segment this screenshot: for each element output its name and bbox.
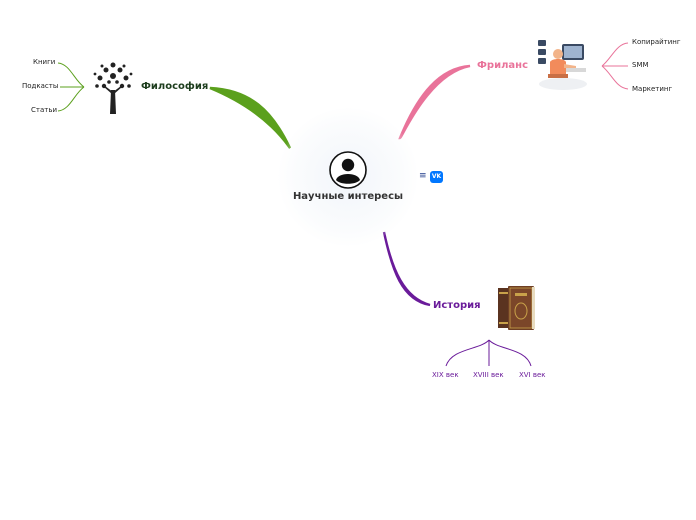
history-item-xviii[interactable]: XVIII век <box>473 371 504 379</box>
center-node-title: Научные интересы <box>292 191 404 202</box>
philosophy-item-books[interactable]: Книги <box>33 58 56 66</box>
freelance-branch-line <box>398 64 471 140</box>
freelance-item-marketing[interactable]: Маркетинг <box>632 85 673 93</box>
freelance-item-smm[interactable]: SMM <box>632 61 649 69</box>
philosophy-branch-line <box>209 86 292 149</box>
history-branch-line <box>382 231 431 307</box>
history-item-xvi[interactable]: XVI век <box>519 371 546 379</box>
freelance-title[interactable]: Фриланс <box>477 60 528 71</box>
old-books-icon <box>498 286 535 330</box>
vk-link-icon[interactable]: VK <box>430 171 443 183</box>
center-node[interactable]: Научные интересы <box>290 148 406 210</box>
philosophy-leaf-connectors <box>57 62 85 112</box>
user-avatar-icon <box>329 151 367 189</box>
freelance-item-copywriting[interactable]: Копирайтинг <box>632 38 681 46</box>
freelancer-at-desk-icon <box>538 40 587 90</box>
tree-icon <box>93 62 133 114</box>
history-title[interactable]: История <box>433 300 481 311</box>
philosophy-item-articles[interactable]: Статьи <box>31 106 58 114</box>
history-leaf-connectors <box>445 339 532 367</box>
freelance-leaf-connectors <box>601 42 629 90</box>
menu-icon[interactable]: ≡ <box>419 171 427 181</box>
philosophy-title[interactable]: Философия <box>141 81 209 92</box>
history-item-xix[interactable]: XIX век <box>432 371 459 379</box>
philosophy-item-podcasts[interactable]: Подкасты <box>22 82 59 90</box>
